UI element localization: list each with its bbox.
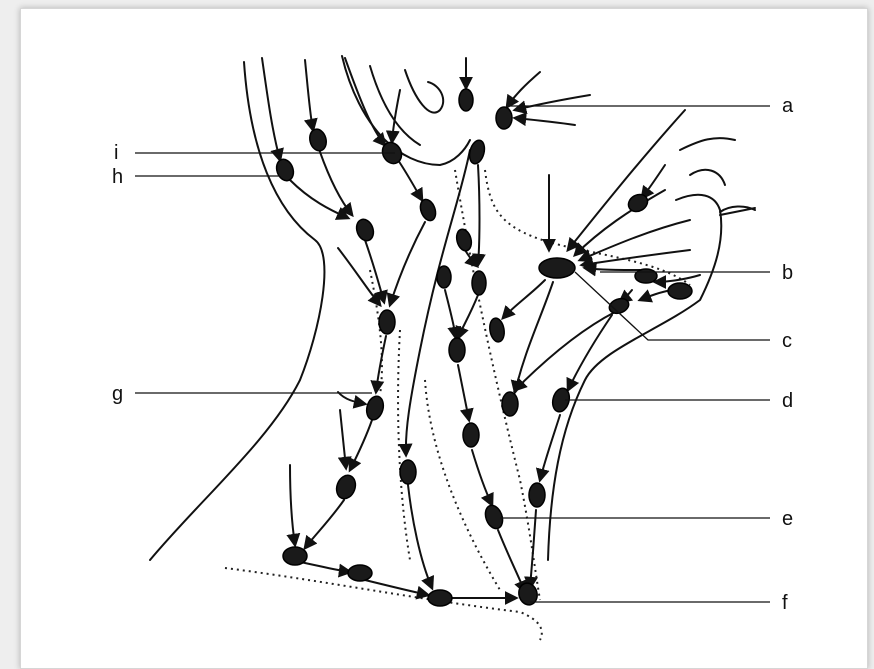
node-e — [482, 503, 505, 531]
node-b-large — [539, 258, 575, 278]
neck-outline — [150, 56, 755, 560]
label-g: g — [112, 383, 123, 405]
node-g — [364, 394, 386, 421]
node-9 — [449, 338, 465, 362]
node-submental — [459, 89, 473, 111]
node-14 — [529, 483, 545, 507]
label-a: a — [782, 95, 794, 117]
node-8 — [488, 317, 506, 343]
node-a — [496, 107, 512, 129]
lymph-nodes — [274, 89, 692, 607]
node-6 — [472, 271, 486, 295]
label-f: f — [782, 592, 788, 614]
node-12 — [400, 460, 416, 484]
label-b: b — [782, 262, 793, 284]
node-4 — [454, 228, 473, 253]
node-top-center — [467, 139, 487, 166]
node-b — [635, 269, 657, 283]
label-d: d — [782, 390, 793, 412]
node-h — [274, 157, 297, 183]
label-i: i — [114, 142, 118, 164]
label-e: e — [782, 508, 793, 530]
node-f — [516, 581, 539, 607]
node-2 — [418, 197, 439, 222]
node-13 — [333, 473, 358, 502]
node-7 — [379, 310, 395, 334]
node-f-left — [428, 590, 452, 606]
node-3 — [354, 217, 377, 243]
label-c: c — [782, 330, 792, 352]
node-15 — [283, 547, 307, 565]
label-h: h — [112, 166, 123, 188]
node-right-2 — [668, 283, 692, 299]
node-5 — [437, 266, 451, 288]
node-10 — [502, 392, 518, 416]
node-upper-1 — [307, 127, 328, 152]
node-11 — [463, 423, 479, 447]
node-16 — [348, 565, 372, 581]
